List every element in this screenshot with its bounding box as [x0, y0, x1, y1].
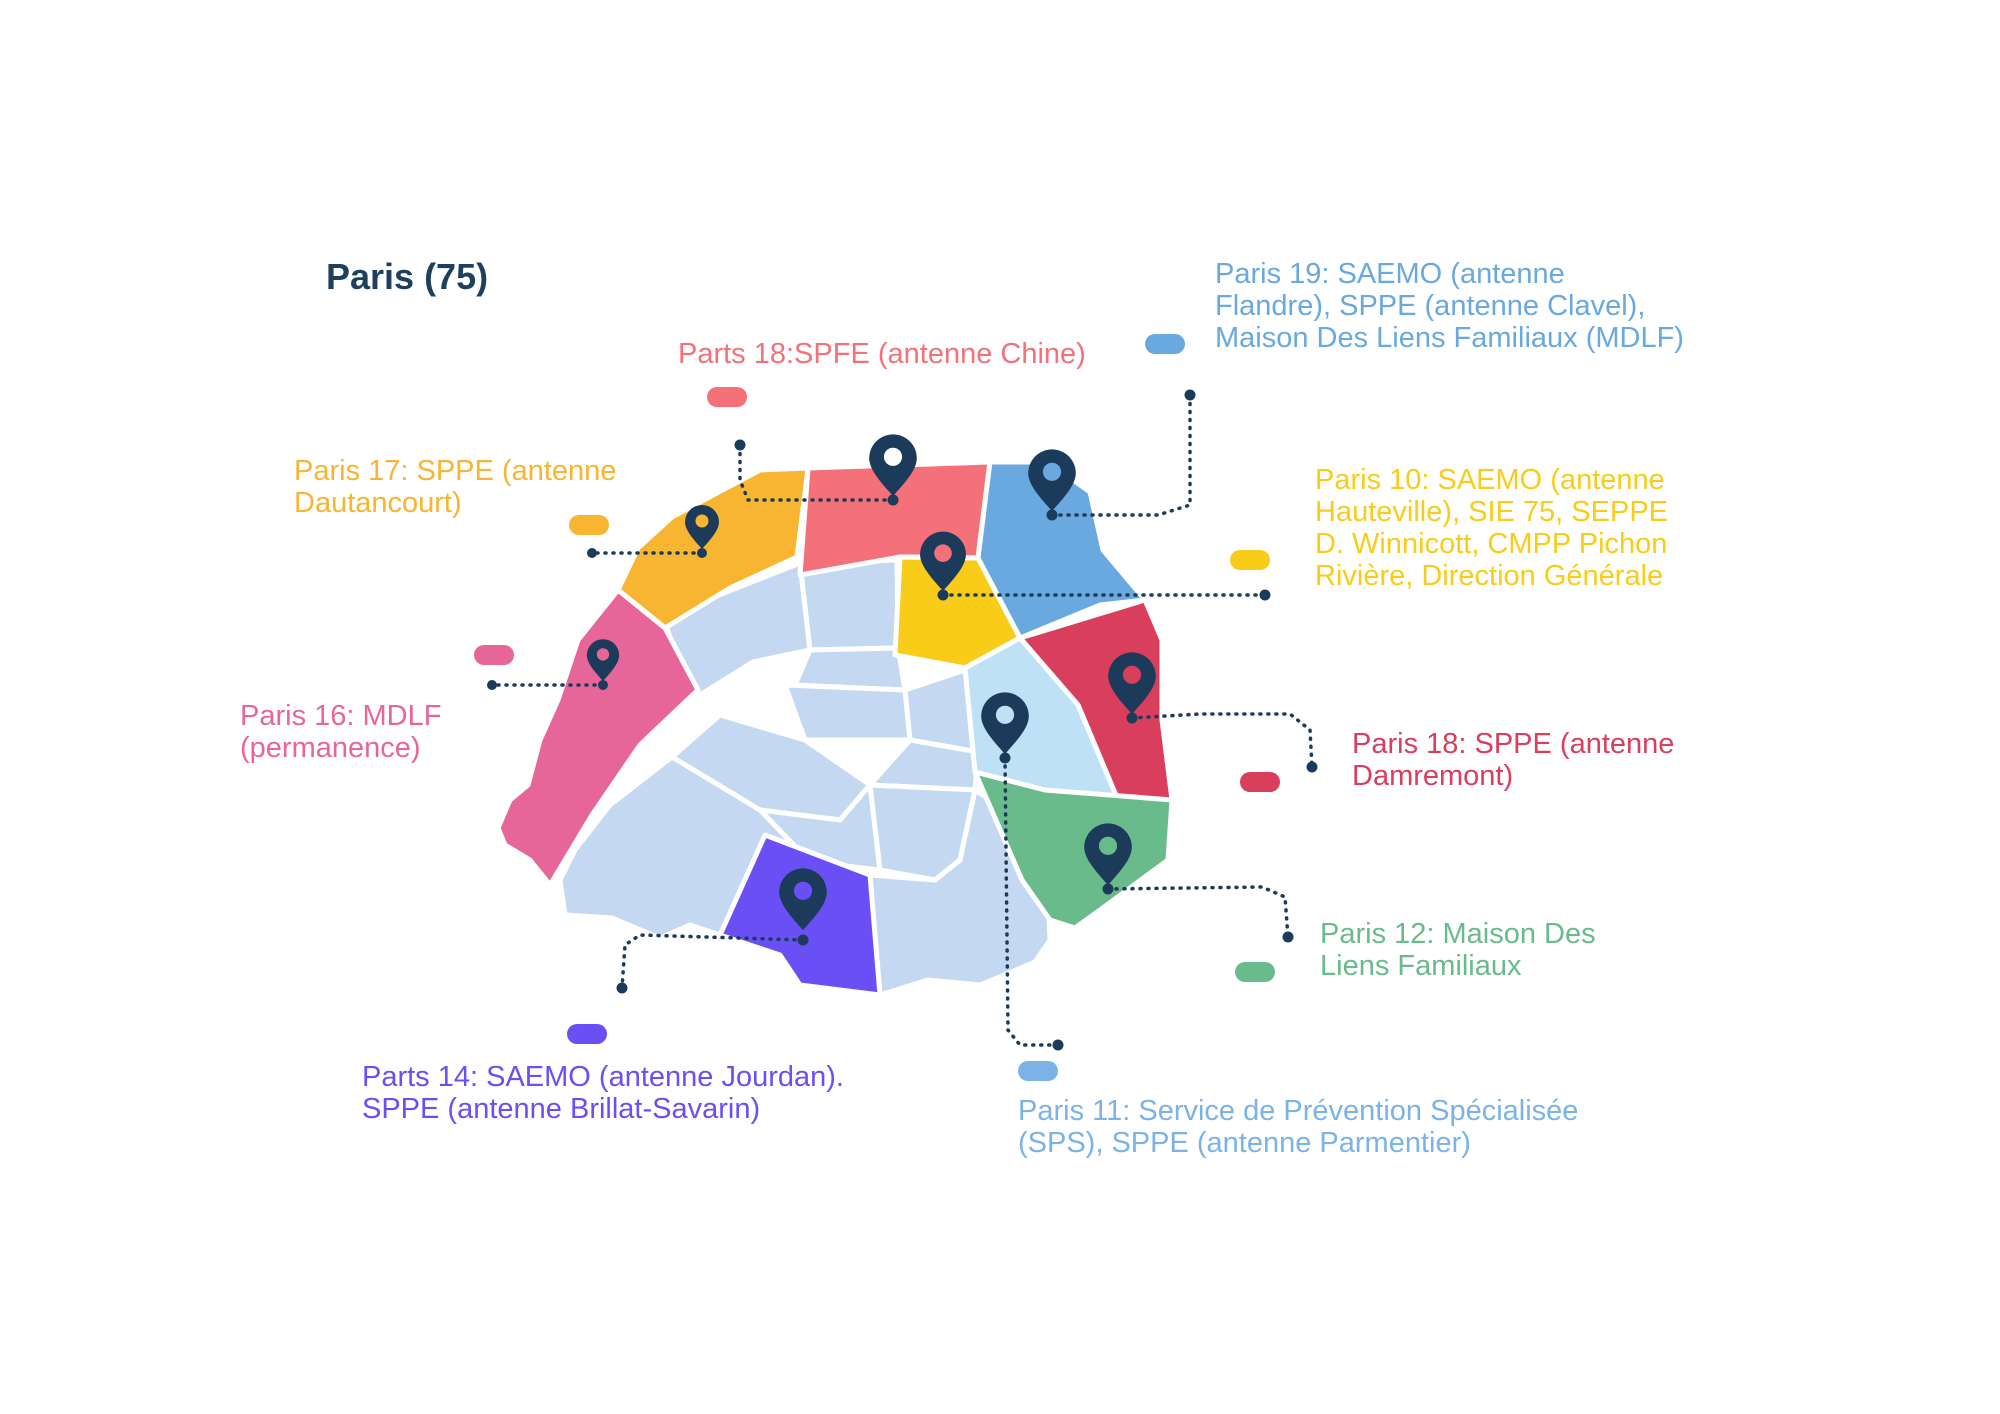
leader-dot-paris-10: [937, 589, 949, 601]
leader-end-paris-10: [1259, 589, 1271, 601]
leader-line-paris-11: [1003, 756, 1060, 1047]
service-label-paris-10: Paris 10: SAEMO (antenne Hauteville), SI…: [1315, 464, 1668, 592]
leader-end-parts-14: [616, 982, 628, 994]
service-label-parts-14: Parts 14: SAEMO (antenne Jourdan). SPPE …: [362, 1061, 844, 1125]
map-pin-icon: [869, 434, 917, 496]
leader-dot-paris-19: [1046, 509, 1058, 521]
leader-dot-paris-12: [1102, 883, 1114, 895]
leader-end-paris-11: [1052, 1039, 1064, 1051]
map-pin-icon: [1028, 449, 1076, 511]
service-label-parts-18-spfe: Parts 18:SPFE (antenne Chine): [678, 338, 1086, 370]
leader-end-paris-16: [487, 680, 497, 690]
leader-dot-paris-17: [697, 548, 707, 558]
leader-dot-paris-18-sppe: [1126, 712, 1138, 724]
legend-swatch-paris-19: [1145, 334, 1185, 354]
legend-swatch-paris-16: [474, 645, 514, 665]
arrondissement-4: [867, 737, 981, 793]
legend-swatch-paris-10: [1230, 550, 1270, 570]
service-label-paris-19: Paris 19: SAEMO (antenne Flandre), SPPE …: [1215, 258, 1684, 354]
leader-end-paris-12: [1282, 931, 1294, 943]
legend-swatch-parts-14: [567, 1024, 607, 1044]
legend-swatch-paris-11: [1018, 1061, 1058, 1081]
service-label-paris-17: Paris 17: SPPE (antenne Dautancourt): [294, 455, 617, 519]
legend-swatch-parts-18-spfe: [707, 387, 747, 407]
map-pin-icon: [779, 868, 827, 930]
leader-dot-paris-11: [999, 752, 1011, 764]
service-label-paris-11: Paris 11: Service de Prévention Spéciali…: [1018, 1095, 1579, 1159]
map-pin-icon: [1084, 823, 1132, 885]
map-pin-icon: [586, 639, 620, 681]
arrondissement-1: [782, 682, 913, 743]
leader-end-paris-17: [587, 548, 597, 558]
map-pin-icon: [920, 531, 966, 591]
leader-line-paris-19: [1050, 393, 1192, 517]
legend-swatch-paris-17: [569, 515, 609, 535]
service-label-paris-18-sppe: Paris 18: SPPE (antenne Damremont): [1352, 728, 1675, 792]
leader-dot-paris-16: [598, 680, 608, 690]
leader-end-paris-18-sppe: [1306, 761, 1318, 773]
leader-end-parts-18-spfe: [734, 439, 746, 451]
leader-dot-parts-14: [797, 934, 809, 946]
legend-swatch-paris-18-sppe: [1240, 772, 1280, 792]
leader-dot-parts-18-spfe: [887, 494, 899, 506]
service-label-paris-12: Paris 12: Maison Des Liens Familiaux: [1320, 918, 1596, 982]
leader-end-paris-19: [1184, 389, 1196, 401]
legend-swatch-paris-12: [1235, 962, 1275, 982]
leader-line-parts-14: [620, 933, 805, 990]
leader-line-parts-18-spfe: [738, 443, 895, 502]
arrondissement-16: [495, 587, 701, 888]
map-pin-icon: [1108, 652, 1156, 714]
service-label-paris-16: Paris 16: MDLF (permanence): [240, 700, 442, 764]
page-title: Paris (75): [326, 256, 489, 297]
map-pin-icon: [981, 692, 1029, 754]
map-pin-icon: [685, 505, 719, 549]
leader-line-paris-12: [1106, 885, 1290, 939]
